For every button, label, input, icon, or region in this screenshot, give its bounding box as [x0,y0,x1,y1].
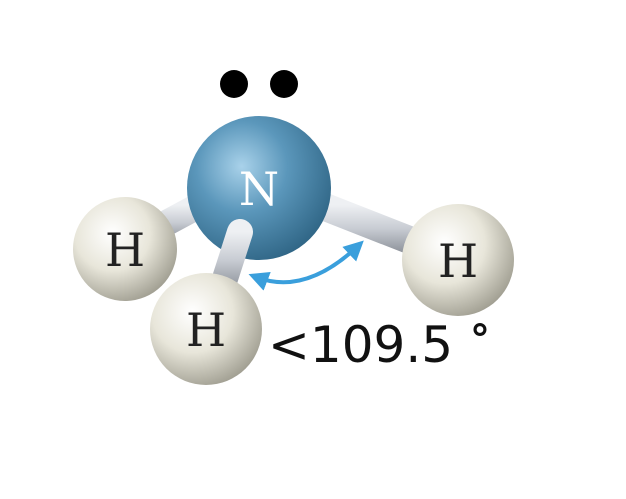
hydrogen-atom-left: H [73,197,177,301]
degree-symbol: ° [470,317,490,363]
nitrogen-atom: N [187,116,331,260]
atom-label: H [438,234,478,288]
atom-label: H [105,223,145,277]
lone-pair-electron-right [270,70,298,98]
hydrogen-atom-front: H [150,273,262,385]
atom-label: N [239,162,279,216]
bond-angle-label: <109.5 [268,316,454,374]
bond-angle-arrow [248,240,364,291]
lone-pair-electron-left [220,70,248,98]
atom-label: H [186,303,226,357]
hydrogen-atom-right: H [402,204,514,316]
